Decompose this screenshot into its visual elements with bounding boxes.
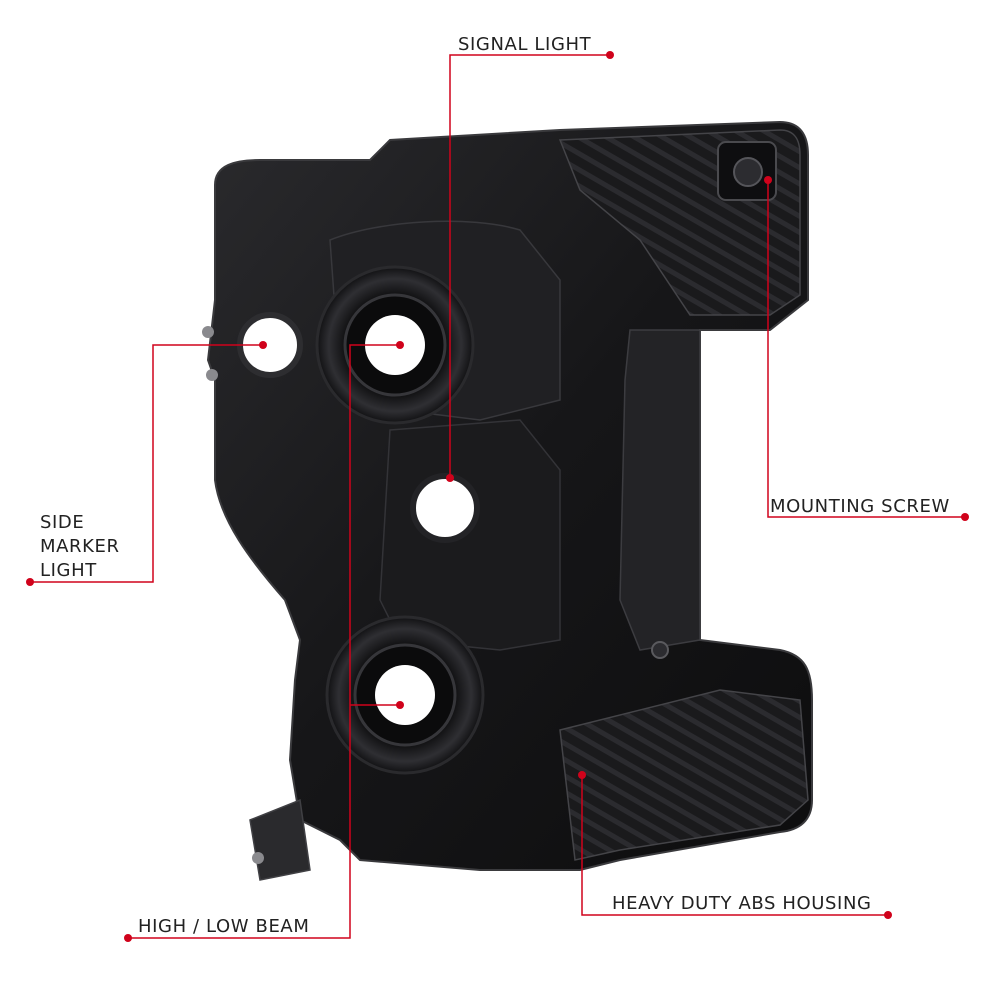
mounting-screw-leader [767,180,965,518]
callout-dots [26,51,969,942]
dot-mounting-end [961,513,969,521]
callout-lines [30,54,965,939]
side-marker-label-line-2: MARKER [40,536,120,557]
signal-light-leader [449,54,610,478]
right-bracket [619,329,701,651]
high-low-beam-label: HIGH / LOW BEAM [138,916,310,937]
heavy-duty-leader [581,775,888,916]
heavy-duty-abs-housing-label: HEAVY DUTY ABS HOUSING [612,893,872,914]
screw-left-lower [206,369,218,381]
dot-beam-end [124,934,132,942]
lower-beam-socket [375,665,435,725]
dot-mounting-target [764,176,772,184]
side-marker-light-label: SIDE MARKER LIGHT [40,511,120,583]
side-marker-label-line-1: SIDE [40,512,85,533]
dot-side-target [259,341,267,349]
dot-signal-end [606,51,614,59]
dot-signal-target [446,474,454,482]
dot-upper-beam-target [396,341,404,349]
dot-heavy-target [578,771,586,779]
side-marker-leader [30,344,263,583]
dot-side-end [26,578,34,586]
mounting-screw-label: MOUNTING SCREW [770,496,950,517]
dot-heavy-end [884,911,892,919]
screw-left-upper [202,326,214,338]
screw-bottom-left [252,852,264,864]
signal-light-label: SIGNAL LIGHT [458,34,592,55]
left-bracket [249,798,311,881]
mounting-screw-head [733,157,763,187]
inner-center-panel [379,419,561,651]
side-marker-label-line-3: LIGHT [40,560,97,581]
screw-right [651,641,669,659]
high-low-beam-leader [128,344,400,939]
signal-light-socket [410,473,480,543]
